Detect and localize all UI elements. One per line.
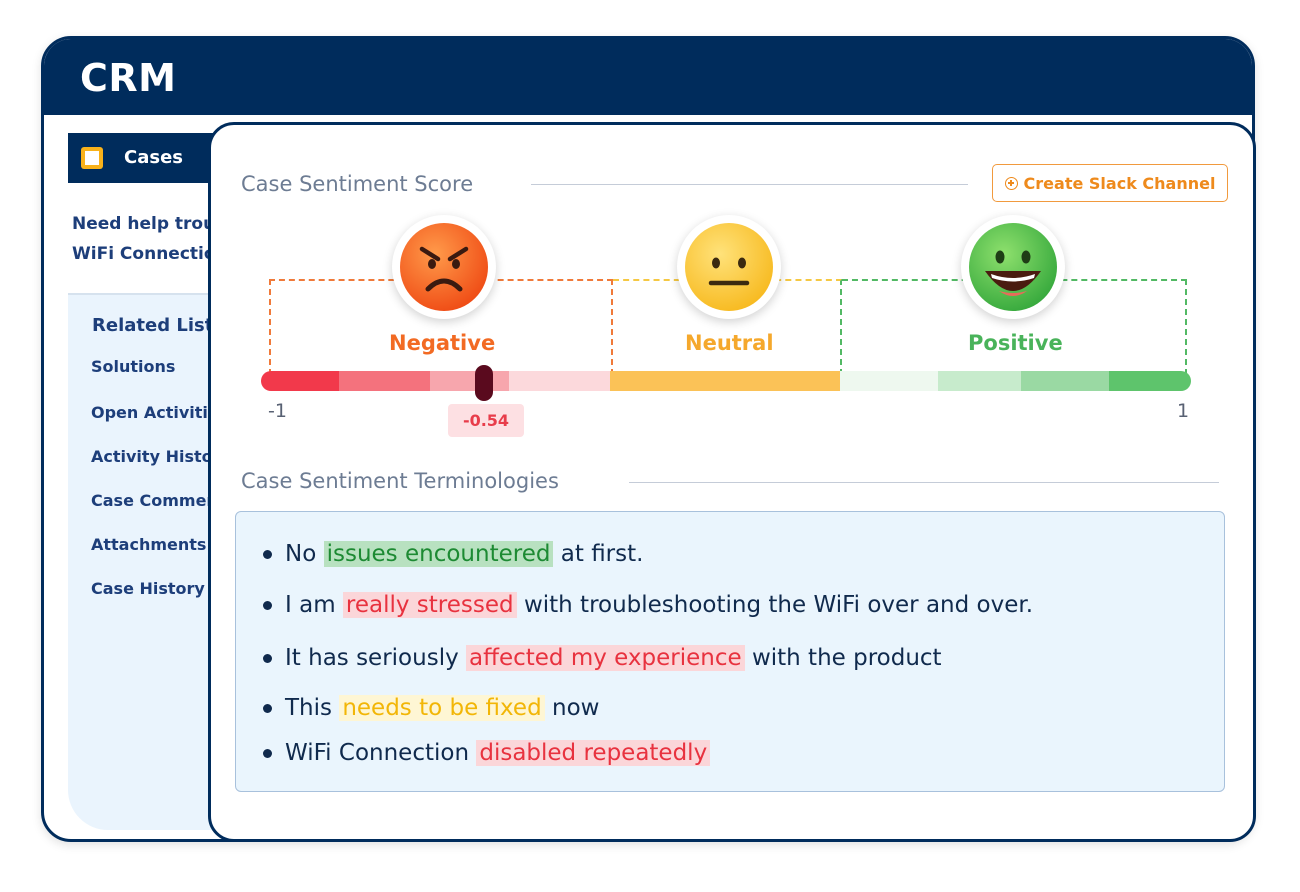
neutral-label: Neutral [685, 331, 774, 355]
score-badge: -0.54 [448, 404, 524, 437]
scale-segment [430, 371, 509, 391]
related-item-attachments[interactable]: Attachments [91, 535, 207, 554]
related-item-solutions[interactable]: Solutions [91, 357, 176, 376]
scale-max-label: 1 [1177, 400, 1190, 422]
terminologies-title: Case Sentiment Terminologies [241, 469, 559, 493]
app-title: CRM [80, 56, 177, 100]
create-slack-channel-label: Create Slack Channel [1023, 173, 1216, 193]
terminologies-box: No issues encountered at first. I am rea… [235, 511, 1225, 792]
negative-label: Negative [389, 331, 496, 355]
term-item: No issues encountered at first. [259, 534, 643, 574]
cases-label: Cases [124, 147, 183, 168]
score-marker[interactable] [475, 365, 493, 401]
angry-face-icon [392, 215, 496, 319]
plus-circle-icon [1004, 176, 1018, 190]
cases-icon [81, 147, 103, 169]
term-text-after: with the product [751, 645, 942, 671]
terminologies-divider [629, 482, 1219, 483]
term-item: This needs to be fixed now [259, 688, 599, 728]
term-text-after: at first. [560, 541, 644, 567]
term-highlight: affected my experience [466, 645, 745, 671]
scale-segment [1109, 371, 1191, 391]
happy-face-icon [961, 215, 1065, 319]
sentiment-scale-bar [261, 371, 1191, 391]
scale-min-label: -1 [268, 400, 287, 422]
term-highlight: issues encountered [323, 541, 554, 567]
term-text-before: WiFi Connection [285, 740, 470, 766]
positive-label: Positive [968, 331, 1063, 355]
term-text-before: No [285, 541, 317, 567]
term-highlight: really stressed [342, 592, 517, 618]
related-list-heading: Related List [92, 315, 214, 336]
case-title-line-2: WiFi Connectio [72, 244, 216, 264]
scale-segment [261, 371, 339, 391]
case-title[interactable]: Need help trou WiFi Connectio [72, 209, 232, 269]
term-item: WiFi Connection disabled repeatedly [259, 733, 711, 773]
sentiment-score-title: Case Sentiment Score [241, 172, 474, 196]
related-item-open-activities[interactable]: Open Activities [91, 403, 229, 422]
term-highlight: disabled repeatedly [476, 740, 711, 766]
scale-segment [1021, 371, 1109, 391]
term-item: It has seriously affected my experience … [259, 638, 942, 678]
term-text-before: I am [285, 592, 336, 618]
term-text-after: now [552, 695, 600, 721]
neutral-face-icon [677, 215, 781, 319]
term-item: I am really stressed with troubleshootin… [259, 585, 1033, 625]
term-text-before: It has seriously [285, 645, 459, 671]
sentiment-card: Case Sentiment Score Create Slack Channe… [208, 122, 1256, 842]
scale-segment [938, 371, 1021, 391]
case-title-line-1: Need help trou [72, 214, 216, 234]
scale-segment [339, 371, 430, 391]
scale-segment [840, 371, 938, 391]
term-text-before: This [285, 695, 332, 721]
crm-header: CRM [44, 39, 1252, 115]
related-item-case-history[interactable]: Case History [91, 579, 205, 598]
scale-segment [610, 371, 840, 391]
related-item-case-comments[interactable]: Case Comments [91, 491, 235, 510]
related-item-activity-history[interactable]: Activity History [91, 447, 231, 466]
term-highlight: needs to be fixed [339, 695, 545, 721]
scale-segment [509, 371, 610, 391]
term-text-after: with troubleshooting the WiFi over and o… [523, 592, 1034, 618]
title-divider [531, 184, 968, 185]
create-slack-channel-button[interactable]: Create Slack Channel [992, 164, 1228, 202]
